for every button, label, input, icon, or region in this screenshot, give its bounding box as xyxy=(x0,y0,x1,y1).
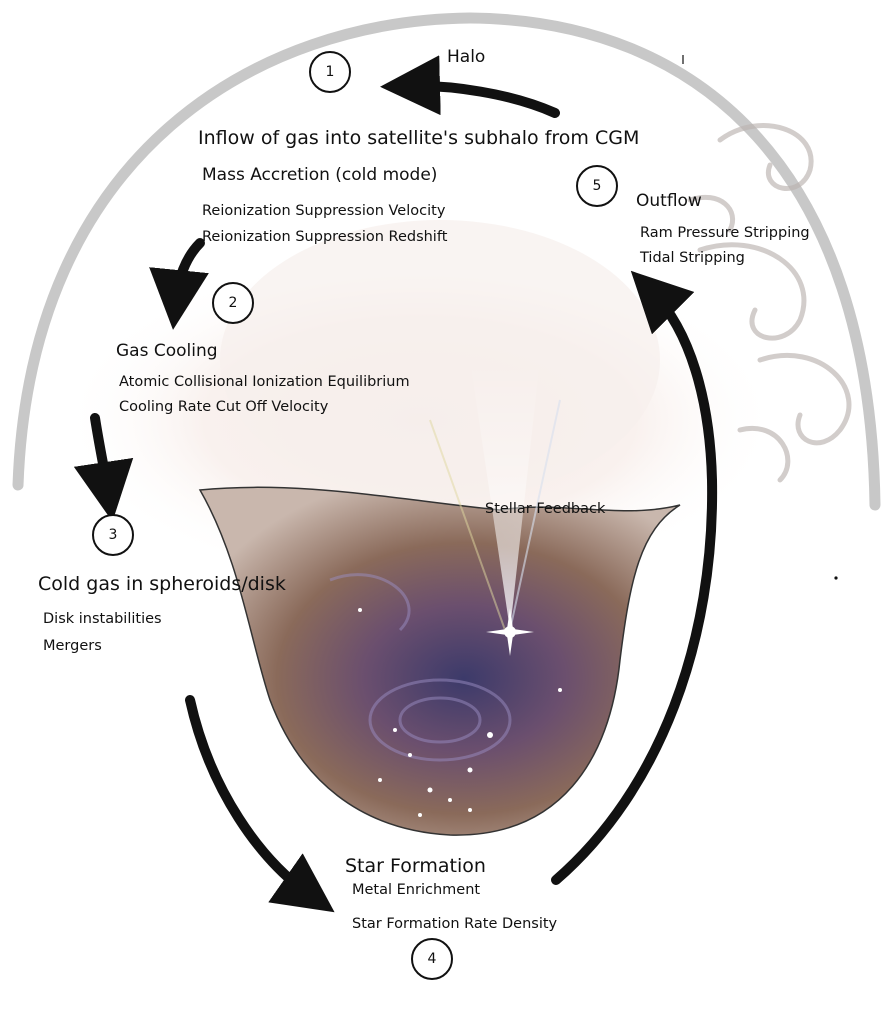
label-cold-gas: Cold gas in spheroids/disk xyxy=(38,573,286,595)
label-sfr-density: Star Formation Rate Density xyxy=(352,916,557,932)
step-5-badge: 5 xyxy=(576,165,618,207)
arrow-halo-to-1 xyxy=(410,86,555,113)
galaxy-body xyxy=(200,487,680,835)
label-reion-redshift: Reionization Suppression Redshift xyxy=(202,229,447,245)
label-mergers: Mergers xyxy=(43,638,102,654)
label-halo: Halo xyxy=(447,47,485,67)
step-4-badge: 4 xyxy=(411,938,453,980)
label-metal-enrichment: Metal Enrichment xyxy=(352,882,480,898)
label-tidal: Tidal Stripping xyxy=(640,250,745,266)
step-1-badge: 1 xyxy=(309,51,351,93)
label-gas-cooling: Gas Cooling xyxy=(116,341,218,361)
label-outflow: Outflow xyxy=(636,191,702,211)
label-disk-instabilities: Disk instabilities xyxy=(43,611,162,627)
label-atomic-cie: Atomic Collisional Ionization Equilibriu… xyxy=(119,374,410,390)
label-ram-pressure: Ram Pressure Stripping xyxy=(640,225,810,241)
step-3-badge: 3 xyxy=(92,514,134,556)
step-2-badge: 2 xyxy=(212,282,254,324)
label-star-formation: Star Formation xyxy=(345,855,486,877)
label-reion-velocity: Reionization Suppression Velocity xyxy=(202,203,445,219)
label-inflow: Inflow of gas into satellite's subhalo f… xyxy=(198,127,639,149)
label-stellar-feedback: Stellar Feedback xyxy=(485,501,605,517)
label-accretion: Mass Accretion (cold mode) xyxy=(202,165,437,185)
label-cooling-cutoff: Cooling Rate Cut Off Velocity xyxy=(119,399,328,415)
